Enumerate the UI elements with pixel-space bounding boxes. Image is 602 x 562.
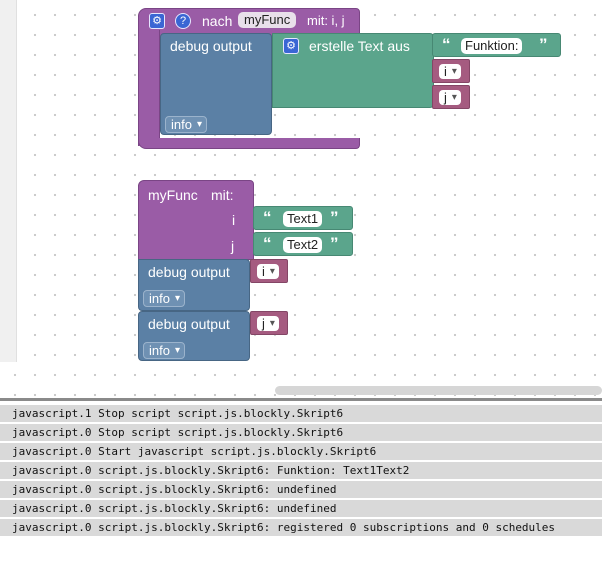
help-icon[interactable]: ? [175,13,191,29]
log-line: javascript.0 script.js.blockly.Skript6: … [0,500,602,518]
debug-output-label: debug output [170,38,252,54]
log-line: javascript.0 script.js.blockly.Skript6: … [0,462,602,480]
log-line: javascript.0 Stop script script.js.block… [0,424,602,442]
debug-output-block-j[interactable]: debug output info [138,311,250,361]
blockly-workspace[interactable]: ⚙ ? nach myFunc mit: i, j debug output i… [0,0,602,397]
log-line: javascript.0 Start javascript script.js.… [0,443,602,461]
debug-output-label: debug output [148,264,230,280]
variable-dropdown-j[interactable]: j [439,90,461,105]
create-text-block[interactable]: ⚙ erstelle Text aus [272,33,434,108]
gear-icon[interactable]: ⚙ [283,38,299,54]
variable-block-i[interactable]: i [432,59,470,83]
text2-field[interactable]: Text2 [283,237,323,253]
procedure-definition-block[interactable]: ⚙ ? nach myFunc mit: i, j [138,8,360,38]
quote-close-icon: ” [539,35,548,54]
text-value-field[interactable]: Funktion: [461,38,523,54]
debug-output-block[interactable]: debug output info [160,33,272,135]
text-literal-block-2[interactable]: “ Text2 ” [253,232,353,256]
variable-block-j[interactable]: j [432,85,470,109]
log-line: javascript.1 Stop script script.js.block… [0,405,602,423]
procedure-definition-bottom [138,138,360,149]
variable-dropdown-i[interactable]: i [257,264,279,279]
procedure-call-name: myFunc [148,187,198,203]
text-literal-block[interactable]: “ Funktion: ” [432,33,561,57]
horizontal-scrollbar[interactable] [275,386,602,395]
quote-close-icon: ” [330,234,339,253]
gear-icon[interactable]: ⚙ [149,13,165,29]
quote-close-icon: ” [330,208,339,227]
procedure-params-label: mit: i, j [307,13,345,28]
text-literal-block-1[interactable]: “ Text1 ” [253,206,353,230]
log-level-dropdown[interactable]: info [165,116,207,133]
debug-output-label: debug output [148,316,230,332]
variable-block-i[interactable]: i [250,259,288,283]
log-line: javascript.0 script.js.blockly.Skript6: … [0,519,602,537]
param-label-j: j [231,238,235,254]
debug-output-block-i[interactable]: debug output info [138,259,250,311]
log-level-dropdown[interactable]: info [143,342,185,359]
procedure-call-with-label: mit: [211,187,234,203]
toolbox-strip[interactable] [0,0,17,362]
text1-field[interactable]: Text1 [283,211,323,227]
param-label-i: i [232,212,236,228]
quote-open-icon: “ [263,208,272,227]
log-console: javascript.1 Stop script script.js.block… [0,398,602,562]
procedure-definition-left-arm [138,30,160,146]
log-level-dropdown[interactable]: info [143,290,185,307]
variable-dropdown-i[interactable]: i [439,64,461,79]
variable-block-j[interactable]: j [250,311,288,335]
procedure-call-block[interactable]: myFunc mit: i j [138,180,254,260]
quote-open-icon: “ [263,234,272,253]
procedure-name-field[interactable]: myFunc [238,12,297,28]
variable-dropdown-j[interactable]: j [257,316,279,331]
quote-open-icon: “ [442,35,451,54]
log-line: javascript.0 script.js.blockly.Skript6: … [0,481,602,499]
procedure-keyword: nach [202,13,233,29]
create-text-label: erstelle Text aus [309,38,410,54]
